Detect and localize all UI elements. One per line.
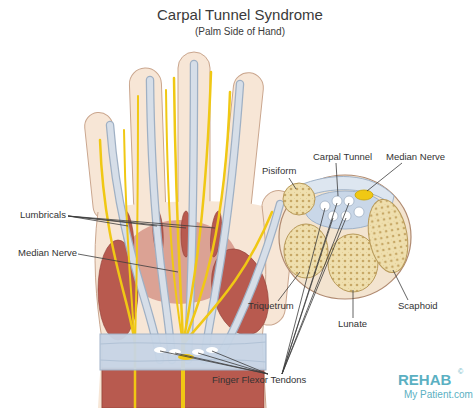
bone-label: Scaphoid <box>398 301 438 312</box>
leader-line <box>68 163 408 374</box>
leader-line <box>282 203 337 374</box>
carpal-bone <box>363 196 413 275</box>
tendon-section <box>332 196 342 206</box>
nerve <box>183 72 211 345</box>
carpal-ligament <box>206 347 218 353</box>
leader-line <box>175 353 268 374</box>
tendon-section <box>344 196 354 206</box>
leader-line <box>353 290 354 318</box>
flexor-tendon <box>150 80 172 360</box>
carpal-ligament <box>100 360 266 362</box>
tendon-section <box>320 196 364 221</box>
carpal-bone <box>283 183 413 292</box>
nerve <box>183 212 272 345</box>
leader-line <box>160 351 268 374</box>
watermark: © <box>458 368 463 376</box>
part-label: Median Nerve <box>18 248 77 259</box>
leader-line <box>282 208 325 374</box>
carpal-ligament <box>100 334 266 370</box>
leader-line <box>367 163 402 191</box>
carpal-ligament <box>100 334 266 370</box>
leader-line <box>278 272 300 301</box>
leader-line <box>282 218 333 374</box>
part-label: Lumbricals <box>20 210 66 221</box>
watermark: REHAB <box>398 371 451 388</box>
nerve <box>174 78 183 345</box>
nerve <box>166 90 183 345</box>
part-label: Carpal Tunnel <box>313 152 372 163</box>
median-nerve-section <box>355 190 373 200</box>
nerve <box>100 72 272 408</box>
flexor-tendon <box>110 64 280 360</box>
carpal-ligament <box>100 342 266 344</box>
part-label: Finger Flexor Tendons <box>212 375 306 386</box>
subtitle: (Palm Side of Hand) <box>195 26 285 38</box>
carpal-bone <box>283 183 315 215</box>
flexor-tendon <box>150 80 172 360</box>
nerve <box>135 96 138 345</box>
leader-line <box>68 216 215 228</box>
leader-line <box>282 218 346 374</box>
bone-label: Lunate <box>338 319 367 330</box>
leader-line <box>212 351 268 374</box>
leader-line <box>289 178 296 189</box>
leader-line <box>282 203 349 374</box>
leader-line <box>78 254 178 272</box>
watermark: My Patient.com <box>404 389 473 401</box>
part-label: Median Nerve <box>386 152 445 163</box>
flexor-tendon <box>110 64 280 360</box>
leader-line <box>393 270 408 300</box>
tendon-section <box>354 207 364 217</box>
nerve <box>124 130 135 345</box>
leader-line <box>336 163 338 196</box>
leader-line <box>198 353 268 374</box>
diagram-title: Carpal Tunnel Syndrome <box>157 6 323 23</box>
bone-label: Pisiform <box>262 166 296 177</box>
bone-label: Triquetrum <box>248 301 294 312</box>
flexor-tendon <box>110 64 280 360</box>
